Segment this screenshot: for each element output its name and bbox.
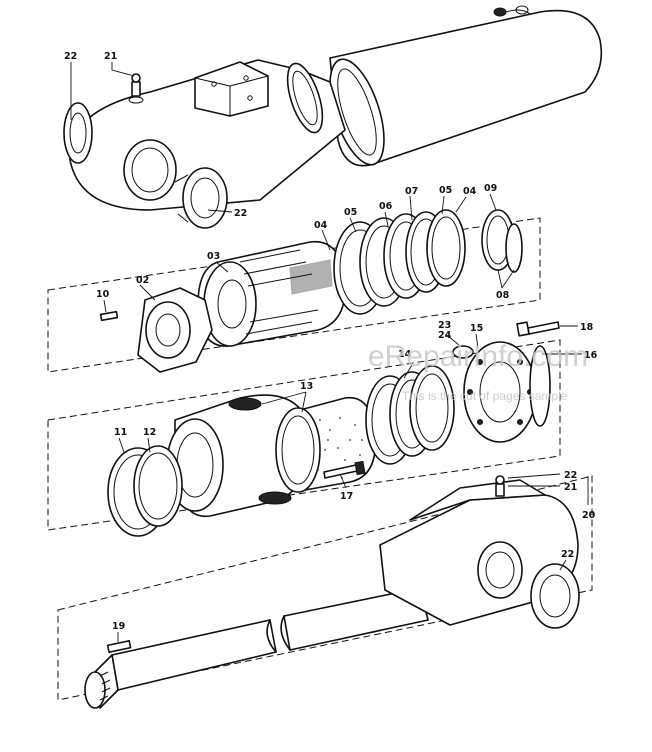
label-03: 03	[207, 251, 220, 262]
label-13: 13	[300, 381, 313, 392]
label-11: 11	[114, 427, 127, 438]
cylinder-barrel	[63, 5, 603, 229]
label-04: 04	[463, 186, 477, 197]
label-22: 22	[561, 549, 574, 560]
watermark-note: This is the cut of pages sample	[402, 389, 568, 403]
label-24: 24	[438, 330, 452, 341]
watermark: eRepairInfo.com This is the cut of pages…	[368, 340, 588, 403]
label-22: 22	[64, 51, 77, 62]
label-18: 18	[580, 322, 594, 333]
label-06: 06	[379, 201, 393, 212]
label-22: 22	[564, 470, 577, 481]
label-20: 20	[582, 510, 596, 521]
label-12: 12	[143, 427, 156, 438]
label-17: 17	[340, 491, 353, 502]
label-09: 09	[484, 183, 497, 194]
label-14: 14	[398, 349, 412, 360]
label-05: 05	[439, 185, 452, 196]
label-21: 21	[104, 51, 117, 62]
label-15: 15	[470, 323, 483, 334]
part-labels: 22 21 22 02 03 04 05 06 07 05 04 09 08 1…	[64, 51, 598, 632]
cylinder-head-group	[47, 321, 561, 537]
label-08: 08	[496, 290, 510, 301]
leader-lines	[70, 62, 589, 642]
piston-seal-group	[47, 209, 541, 373]
label-04: 04	[314, 220, 328, 231]
label-21: 21	[564, 482, 577, 493]
label-16: 16	[584, 350, 598, 361]
label-07: 07	[405, 186, 418, 197]
label-19: 19	[112, 621, 125, 632]
label-10: 10	[96, 289, 110, 300]
label-22: 22	[234, 208, 247, 219]
label-05: 05	[344, 207, 357, 218]
label-23: 23	[438, 320, 451, 331]
piston-rod-group	[57, 475, 593, 709]
watermark-site: eRepairInfo.com	[368, 340, 588, 373]
label-02: 02	[136, 275, 149, 286]
